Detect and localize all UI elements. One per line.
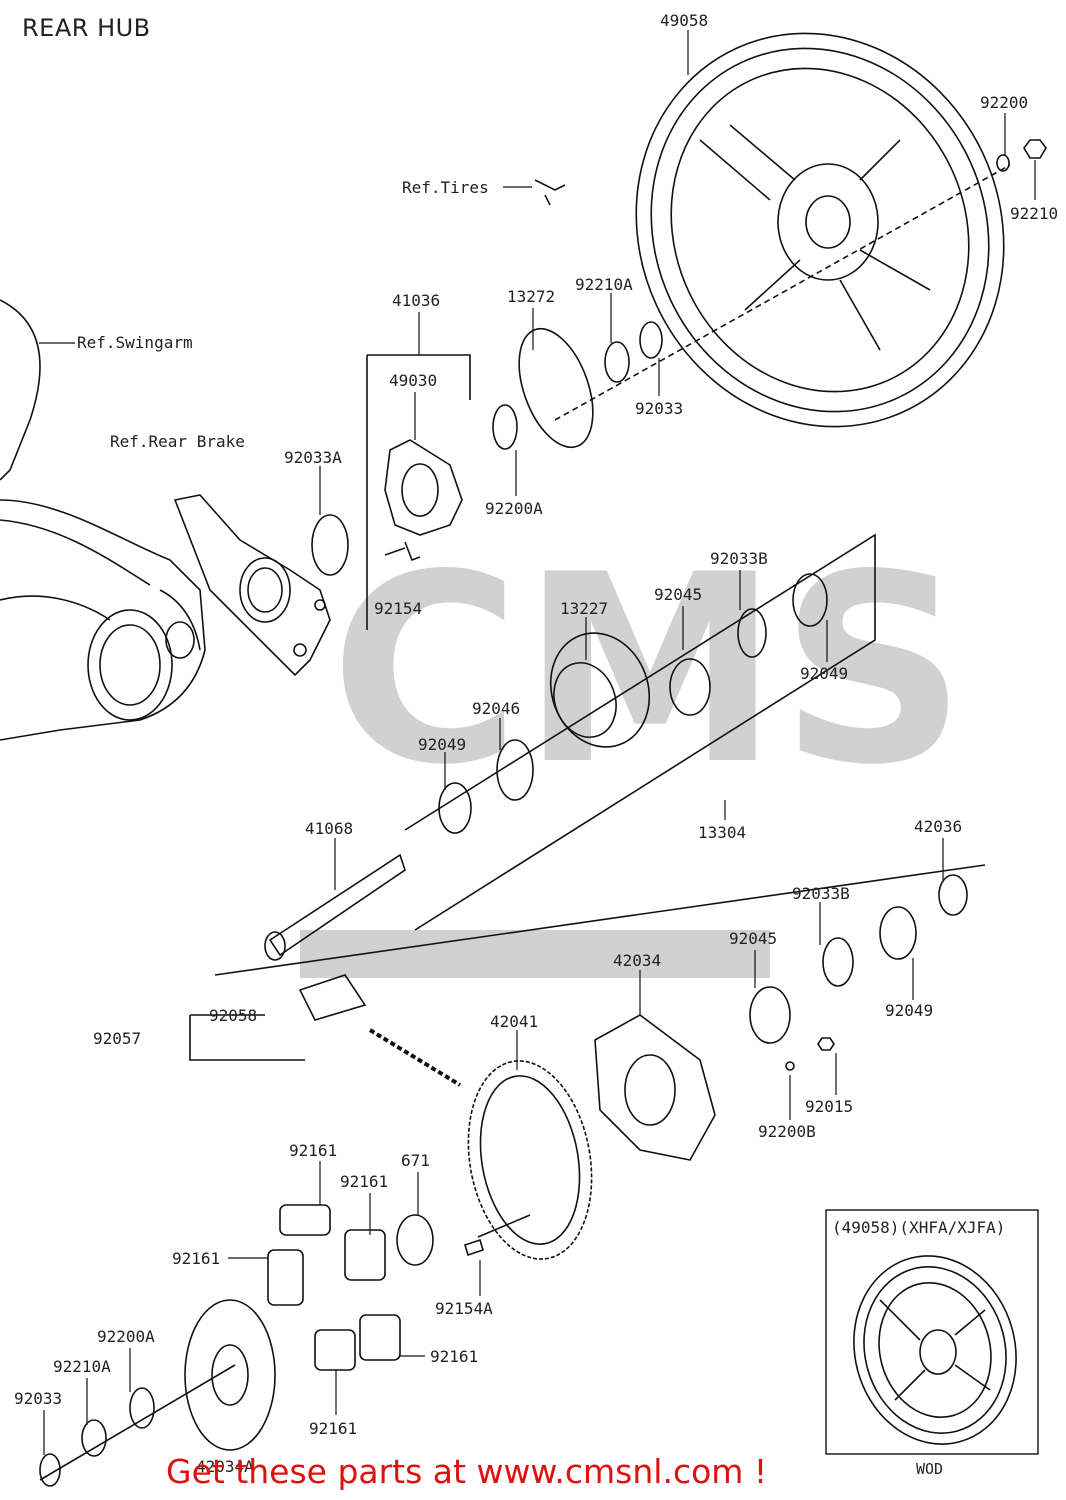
part-label-92046: 92046 xyxy=(472,699,521,718)
coupling-42034A xyxy=(184,1299,276,1451)
circlip-92033A xyxy=(311,514,349,576)
part-label-92154: 92154 xyxy=(374,599,423,618)
part-label-13272: 13272 xyxy=(507,287,556,306)
sprocket-plate-13272 xyxy=(518,327,594,449)
oring-671 xyxy=(396,1214,434,1266)
nut-92210A-bottom xyxy=(81,1419,107,1457)
part-label-92200A-top: 92200A xyxy=(485,499,543,518)
rear-wheel xyxy=(635,32,1005,428)
part-label-92033-top: 92033 xyxy=(635,399,684,418)
part-label-92045-top: 92045 xyxy=(654,585,703,604)
washer-92200A-top xyxy=(492,404,518,450)
part-label-49058: 49058 xyxy=(660,11,709,30)
part-label-92200B: 92200B xyxy=(758,1122,816,1141)
hub-assembly-13304 xyxy=(404,533,876,931)
part-label-92033B-top: 92033B xyxy=(710,549,768,568)
part-label-13304: 13304 xyxy=(698,823,747,842)
part-label-92058: 92058 xyxy=(209,1006,258,1025)
circlip-92033-top xyxy=(639,321,663,359)
part-label-92057: 92057 xyxy=(93,1029,142,1048)
hub-49030 xyxy=(384,439,463,536)
bolt-92154A xyxy=(464,1214,531,1257)
axle-41068 xyxy=(214,853,986,976)
promo-banner-link[interactable]: Get these parts at www.cmsnl.com ! xyxy=(166,1452,768,1491)
part-label-92045-bottom: 92045 xyxy=(729,929,778,948)
part-label-92049-left: 92049 xyxy=(418,735,467,754)
part-label-92033A: 92033A xyxy=(284,448,342,467)
dampers-92161 xyxy=(267,1204,401,1371)
part-label-42041: 42041 xyxy=(490,1012,539,1031)
part-label-92049-bottom: 92049 xyxy=(885,1001,934,1020)
part-label-92161-b: 92161 xyxy=(340,1172,389,1191)
part-label-671: 671 xyxy=(401,1151,430,1170)
washer-92200A-bottom xyxy=(129,1387,155,1429)
bolt-92154 xyxy=(384,541,421,562)
tire-valve xyxy=(534,179,566,206)
ref-label-tires: Ref.Tires xyxy=(402,178,489,197)
part-label-92049-right: 92049 xyxy=(800,664,849,683)
part-label-92161-d: 92161 xyxy=(430,1347,479,1366)
part-label-92210: 92210 xyxy=(1010,204,1059,223)
part-label-92015: 92015 xyxy=(805,1097,854,1116)
nut-92210 xyxy=(1023,139,1047,159)
part-label-92210A-bottom: 92210A xyxy=(53,1357,111,1376)
part-label-92210A-top: 92210A xyxy=(575,275,633,294)
part-label-92200: 92200 xyxy=(980,93,1029,112)
inset-variant-wheel xyxy=(825,1209,1039,1455)
sprocket-42041 xyxy=(467,1060,593,1260)
part-label-92033B-bottom: 92033B xyxy=(792,884,850,903)
part-label-41036: 41036 xyxy=(392,291,441,310)
part-label-92161-e: 92161 xyxy=(309,1419,358,1438)
watermark-text: CMS xyxy=(330,520,967,822)
ref-label-swingarm: Ref.Swingarm xyxy=(77,333,193,352)
circlip-92033-bottom xyxy=(39,1453,61,1487)
inset-code: WOD xyxy=(916,1460,944,1478)
washer-92200 xyxy=(996,154,1010,172)
part-label-92033-bottom: 92033 xyxy=(14,1389,63,1408)
sprocket-carrier-42034 xyxy=(594,874,968,1161)
page-title: REAR HUB xyxy=(22,14,151,42)
part-label-42036: 42036 xyxy=(914,817,963,836)
ref-label-rear-brake: Ref.Rear Brake xyxy=(110,432,245,451)
part-label-92161-a: 92161 xyxy=(289,1141,338,1160)
part-label-42034A: 42034A xyxy=(196,1457,254,1476)
nut-92210A-top xyxy=(604,341,630,383)
chain-92057 xyxy=(189,974,462,1087)
part-label-41068: 41068 xyxy=(305,819,354,838)
leader-lines xyxy=(39,30,1036,1455)
swingarm xyxy=(0,299,206,741)
part-label-92154A: 92154A xyxy=(435,1299,493,1318)
rear-brake-bracket xyxy=(173,494,331,677)
part-label-42034: 42034 xyxy=(613,951,662,970)
cms-watermark: CMS xyxy=(300,520,967,978)
part-label-49030: 49030 xyxy=(389,371,438,390)
watermark-bar xyxy=(300,930,770,978)
part-label-92200A-bottom: 92200A xyxy=(97,1327,155,1346)
part-label-92161-c: 92161 xyxy=(172,1249,221,1268)
inset-title: (49058)(XHFA/XJFA) xyxy=(832,1218,1006,1237)
part-label-13227: 13227 xyxy=(560,599,609,618)
